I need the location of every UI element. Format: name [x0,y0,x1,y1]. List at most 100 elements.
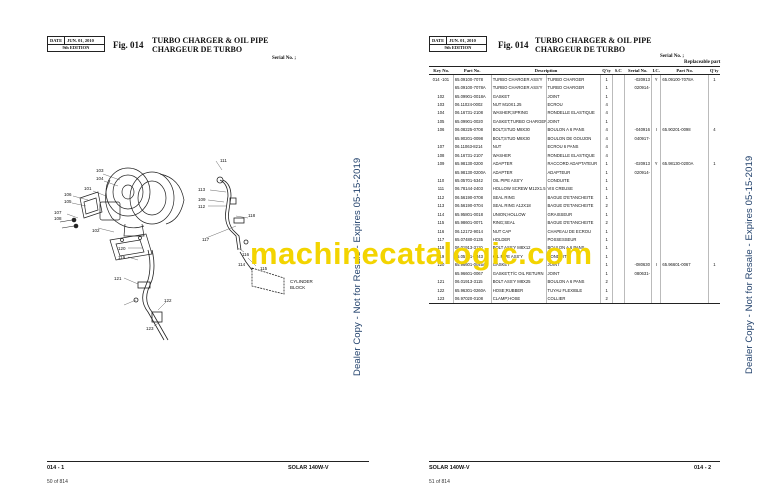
table-cell [624,117,652,126]
table-cell: BOULON A 6 PANS [546,125,602,135]
table-cell: 06.97020-0108 [453,294,492,304]
table-cell: 65.98130-0200A [453,167,492,177]
table-cell [624,218,652,227]
table-cell: 06.12172-9014 [453,226,492,236]
table-cell: BOLT ASS'Y M8X25 [491,277,547,286]
table-cell: 020914- [624,167,652,177]
table-cell: SEAL RING A12X18 [491,201,547,210]
table-cell: 2 [600,277,613,286]
table-cell: BOULON A 6 PANS [546,277,602,286]
table-cell: 115 [429,218,454,227]
table-cell [612,74,625,84]
table-cell [708,168,720,176]
table-cell: 118 [429,243,454,253]
table-cell: 65.96601-0045A [453,260,492,270]
right-footer-page: 014 - 2 [694,465,712,471]
table-cell [660,167,709,177]
table-cell [660,210,709,219]
table-cell [708,109,720,117]
table-cell: POSSESSEUR [546,235,602,244]
table-cell: 1 [713,76,716,82]
table-cell: BOULON DE GOUJON [546,134,602,143]
table-cell: 102 [429,91,454,101]
table-cell [651,193,662,202]
table-cell [651,134,662,143]
table-cell: HOLDER [491,235,547,244]
table-cell [612,117,625,126]
right-footer-rule [429,461,720,462]
callout-119: 119 [118,255,126,260]
table-cell: 4 [600,150,613,160]
table-cell [660,83,709,92]
table-cell: HOSE;RUBBER [491,285,547,295]
left-serial: Serial No. ; [272,56,297,61]
table-cell [612,285,625,295]
table-cell: 65.98130-0200 [453,159,492,168]
table-cell: 103 [429,100,454,109]
cylinder-block-label-1: CYLINDER [290,279,314,284]
table-cell: 1 [713,262,716,268]
table-cell [708,100,720,108]
table-cell: 114 [429,210,454,219]
table-cell [708,193,720,201]
table-cell: JOINT [546,117,602,126]
table-cell: RACCORD ADAPTATEUR [546,159,602,168]
table-cell: 06.56190-0708 [453,193,492,202]
table-cell [612,193,625,202]
table-cell: Y [651,159,662,168]
table-cell: 020914- [624,83,652,92]
callout-109: 109 [198,197,206,202]
table-cell [660,193,709,202]
table-cell [624,184,652,194]
table-cell: 06.16731-2108 [453,108,492,118]
table-cell: BAGUE D'ETANCHEITE [546,193,602,202]
table-cell: NUT CAP [491,226,547,236]
table-cell [660,184,709,194]
table-cell [660,218,709,227]
table-cell [651,176,662,185]
table-cell: COLLIER [546,294,602,304]
table-cell [624,176,652,185]
table-cell [624,285,652,295]
date-value: JUN. 01, 2010 [67,38,94,43]
table-cell: 65.09100-7078A [660,74,709,84]
edition: 9th EDITION [62,45,90,50]
table-cell: SEAL RING [491,193,547,202]
table-cell: 06.01913-3115 [453,277,492,286]
table-cell [708,92,720,100]
table-cell [651,117,662,126]
left-footer-page: 014 - 1 [47,465,65,471]
edition: 9th EDITION [444,45,472,50]
table-cell [660,277,709,286]
left-title: TURBO CHARGER & OIL PIPE CHARGEUR DE TUR… [152,36,268,54]
callout-104: 104 [96,176,104,181]
callout-102: 102 [92,228,100,233]
table-cell: 1 [600,91,613,101]
table-cell: 06.01913-3110 [453,243,492,253]
table-cell [660,91,709,101]
table-cell: 116 [429,226,454,236]
table-cell [612,108,625,118]
table-cell [624,277,652,286]
callout-118: 118 [248,213,256,218]
table-cell: BOLT ASS'Y M8X12 [491,243,547,253]
table-cell: 113 [429,201,454,210]
table-cell: 1 [713,161,716,167]
table-cell: CONDUITE [546,252,602,261]
right-title: TURBO CHARGER & OIL PIPE CHARGEUR DE TUR… [535,36,651,54]
table-cell: TURBO CHARGER [546,74,602,84]
table-cell: RING;SEAL [491,218,547,227]
table-cell: 121 [429,277,454,286]
table-cell [624,252,652,261]
table-cell [624,91,652,101]
